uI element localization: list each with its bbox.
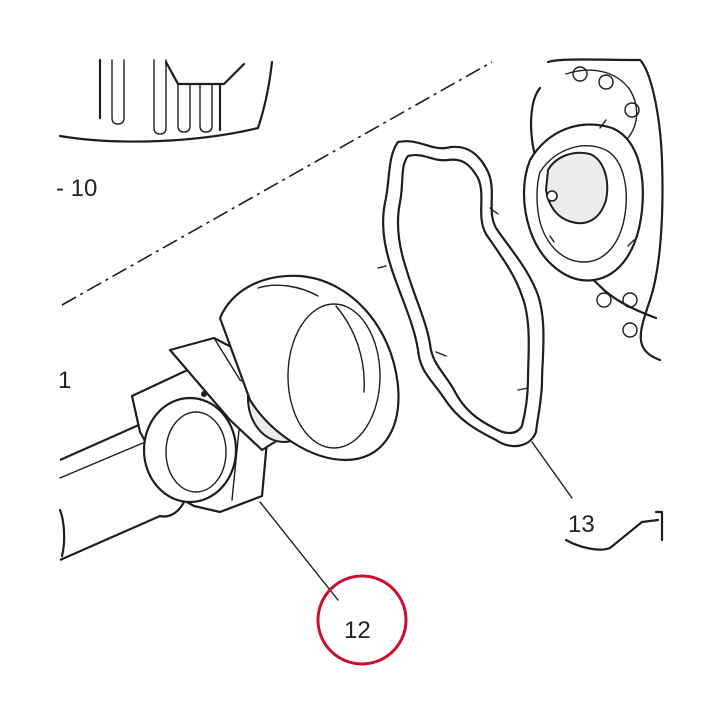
gasket-part-13 bbox=[377, 140, 545, 448]
callout-13: 13 bbox=[568, 511, 595, 538]
leader-line-12 bbox=[259, 501, 339, 601]
callout-12: 12 bbox=[344, 617, 371, 644]
engine-housing-right bbox=[522, 58, 664, 551]
callout-10: - 10 bbox=[56, 175, 97, 202]
shaft-assembly bbox=[58, 274, 400, 562]
callout-1: 1 bbox=[58, 367, 71, 394]
highlight-circle-12 bbox=[316, 574, 408, 666]
housing-top-left bbox=[58, 58, 274, 143]
dashdot-centerline bbox=[61, 61, 493, 306]
leader-line-13 bbox=[531, 441, 573, 499]
